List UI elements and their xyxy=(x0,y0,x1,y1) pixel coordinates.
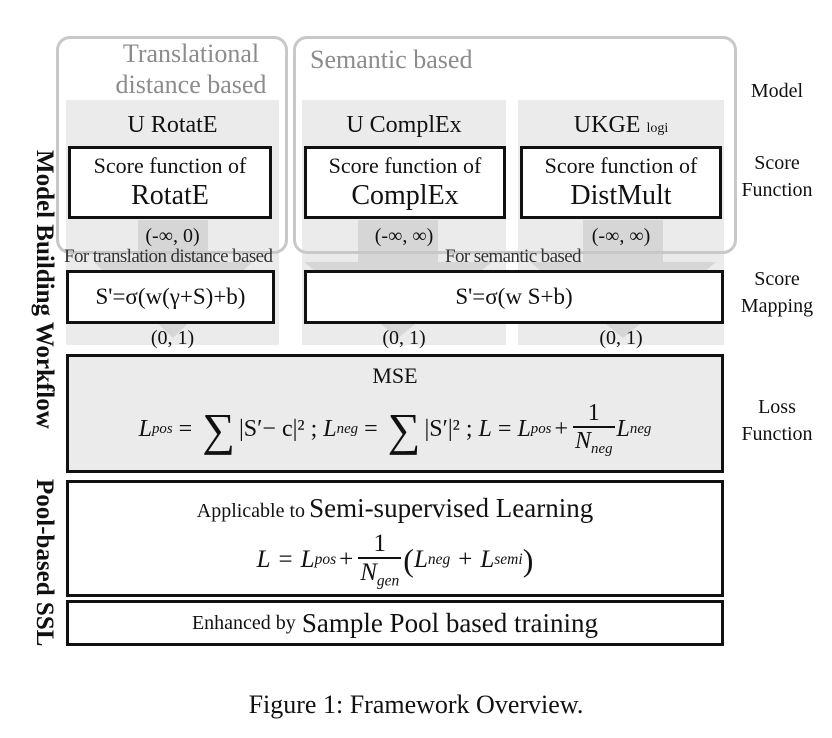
loss-title: MSE xyxy=(372,363,418,388)
ssl-heading: Applicable to Semi-supervised Learning xyxy=(196,493,594,523)
workflow-side-label: Model Building Workflow xyxy=(31,149,58,429)
mapping-translation-box: S'=σ(w(γ+S)+b) xyxy=(66,270,275,324)
ssl-side-label: Pool-based SSL xyxy=(31,479,58,647)
model-name-complex: U ComplEx xyxy=(346,112,462,138)
range-out-ukge: (0, 1) xyxy=(599,327,643,349)
mapping-semantic-box: S'=σ(w S+b) xyxy=(304,270,724,324)
note-translation: For translation distance based xyxy=(64,246,273,267)
right-label-score-function: Score Function xyxy=(741,152,813,201)
semantic-group xyxy=(293,36,737,254)
right-label-loss-function: Loss Function xyxy=(741,396,813,445)
range-out-rotate: (0, 1) xyxy=(150,327,195,349)
pool-box: Enhanced by Sample Pool based training xyxy=(66,600,724,646)
translational-group-title: Translational distance based xyxy=(115,39,267,99)
right-label-model: Model xyxy=(750,80,804,102)
range-in-complex: (-∞, ∞) xyxy=(374,225,434,247)
range-in-ukge: (-∞, ∞) xyxy=(591,225,651,247)
ssl-box: Applicable to Semi-supervised Learning L… xyxy=(66,480,724,597)
range-in-rotate: (-∞, 0) xyxy=(145,225,200,247)
translational-group xyxy=(56,36,288,254)
right-label-score-mapping: Score Mapping xyxy=(740,268,814,317)
range-out-complex: (0, 1) xyxy=(382,327,426,349)
score-function-complex: Score function of ComplEx xyxy=(304,146,506,219)
score-function-rotate: Score function of RotatE xyxy=(68,146,272,219)
semantic-group-title: Semantic based xyxy=(310,45,473,74)
score-function-distmult: Score function of DistMult xyxy=(520,146,722,219)
figure-caption: Figure 1: Framework Overview. xyxy=(248,690,584,719)
model-name-ukge: UKGE logi xyxy=(573,112,669,138)
note-semantic: For semantic based xyxy=(445,246,581,267)
model-name-rotate: U RotatE xyxy=(127,112,218,138)
